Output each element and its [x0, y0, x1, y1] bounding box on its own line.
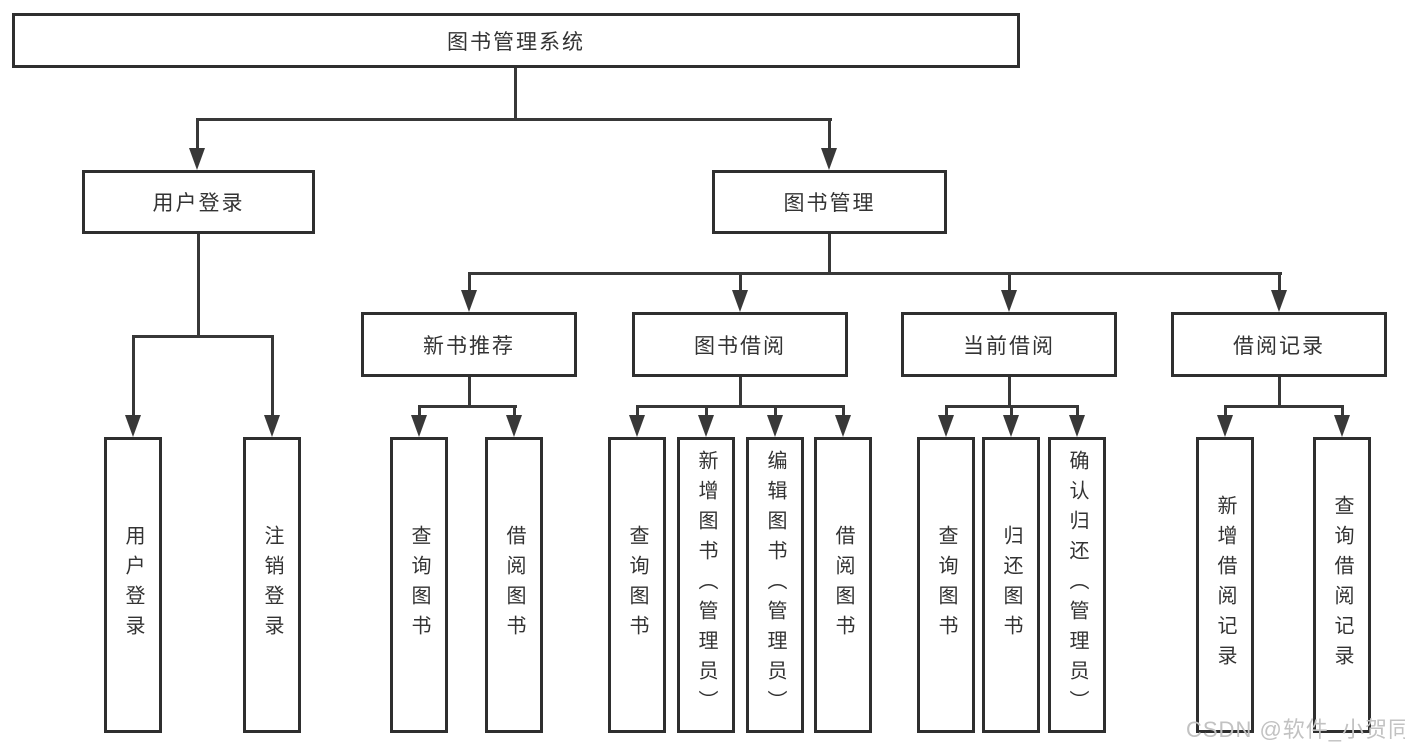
arrow-head-icon	[1001, 290, 1017, 312]
arrow-head-icon	[411, 415, 427, 437]
arrow-head-icon	[506, 415, 522, 437]
leaf-query-books-2: 查询图书	[608, 437, 666, 733]
arrow-head-icon	[732, 290, 748, 312]
connector-line	[1008, 272, 1011, 290]
connector-line	[739, 272, 742, 290]
arrow-head-icon	[1334, 415, 1350, 437]
connector-line	[828, 234, 831, 272]
connector-line	[842, 405, 845, 415]
node-book-borrowing: 图书借阅	[632, 312, 848, 377]
connector-line	[513, 405, 516, 415]
node-user-login: 用户登录	[82, 170, 315, 234]
arrow-head-icon	[698, 415, 714, 437]
connector-line	[196, 118, 832, 121]
connector-line	[636, 405, 845, 408]
connector-line	[1010, 405, 1013, 415]
connector-line	[1076, 405, 1079, 415]
node-current-borrowing: 当前借阅	[901, 312, 1117, 377]
leaf-user-login: 用户登录	[104, 437, 162, 733]
leaf-edit-book-admin: 编辑图书（管理员）	[746, 437, 804, 733]
connector-line	[468, 272, 1282, 275]
arrow-head-icon	[821, 148, 837, 170]
leaf-borrow-books-1: 借阅图书	[485, 437, 543, 733]
connector-line	[1341, 405, 1344, 415]
arrow-head-icon	[938, 415, 954, 437]
connector-line	[774, 405, 777, 415]
connector-line	[196, 118, 199, 148]
leaf-logout: 注销登录	[243, 437, 301, 733]
arrow-head-icon	[835, 415, 851, 437]
connector-line	[271, 335, 274, 415]
connector-line	[468, 377, 471, 405]
leaf-add-borrow-record: 新增借阅记录	[1196, 437, 1254, 733]
leaf-query-borrow-record: 查询借阅记录	[1313, 437, 1371, 733]
connector-line	[1008, 377, 1011, 405]
arrow-head-icon	[189, 148, 205, 170]
node-new-book-recommendation: 新书推荐	[361, 312, 577, 377]
connector-line	[1224, 405, 1227, 415]
leaf-borrow-books-2: 借阅图书	[814, 437, 872, 733]
arrow-head-icon	[1069, 415, 1085, 437]
leaf-query-books-1: 查询图书	[390, 437, 448, 733]
connector-line	[132, 335, 274, 338]
connector-line	[636, 405, 639, 415]
arrow-head-icon	[1271, 290, 1287, 312]
node-library-management-system: 图书管理系统	[12, 13, 1020, 68]
connector-line	[1224, 405, 1344, 408]
connector-line	[739, 377, 742, 405]
arrow-head-icon	[264, 415, 280, 437]
connector-line	[418, 405, 517, 408]
connector-line	[828, 118, 831, 148]
connector-line	[197, 234, 200, 335]
arrow-head-icon	[767, 415, 783, 437]
connector-line	[514, 68, 517, 118]
arrow-head-icon	[461, 290, 477, 312]
connector-line	[705, 405, 708, 415]
connector-line	[945, 405, 948, 415]
arrow-head-icon	[629, 415, 645, 437]
connector-line	[1278, 272, 1281, 290]
leaf-return-books: 归还图书	[982, 437, 1040, 733]
node-borrowing-records: 借阅记录	[1171, 312, 1387, 377]
arrow-head-icon	[125, 415, 141, 437]
leaf-query-books-3: 查询图书	[917, 437, 975, 733]
csdn-watermark: CSDN @软件_小贺同学	[1186, 717, 1405, 742]
arrow-head-icon	[1003, 415, 1019, 437]
node-book-management: 图书管理	[712, 170, 947, 234]
connector-line	[1278, 377, 1281, 405]
connector-line	[468, 272, 471, 290]
connector-line	[132, 335, 135, 415]
connector-line	[418, 405, 421, 415]
arrow-head-icon	[1217, 415, 1233, 437]
leaf-add-book-admin: 新增图书（管理员）	[677, 437, 735, 733]
leaf-confirm-return-admin: 确认归还（管理员）	[1048, 437, 1106, 733]
